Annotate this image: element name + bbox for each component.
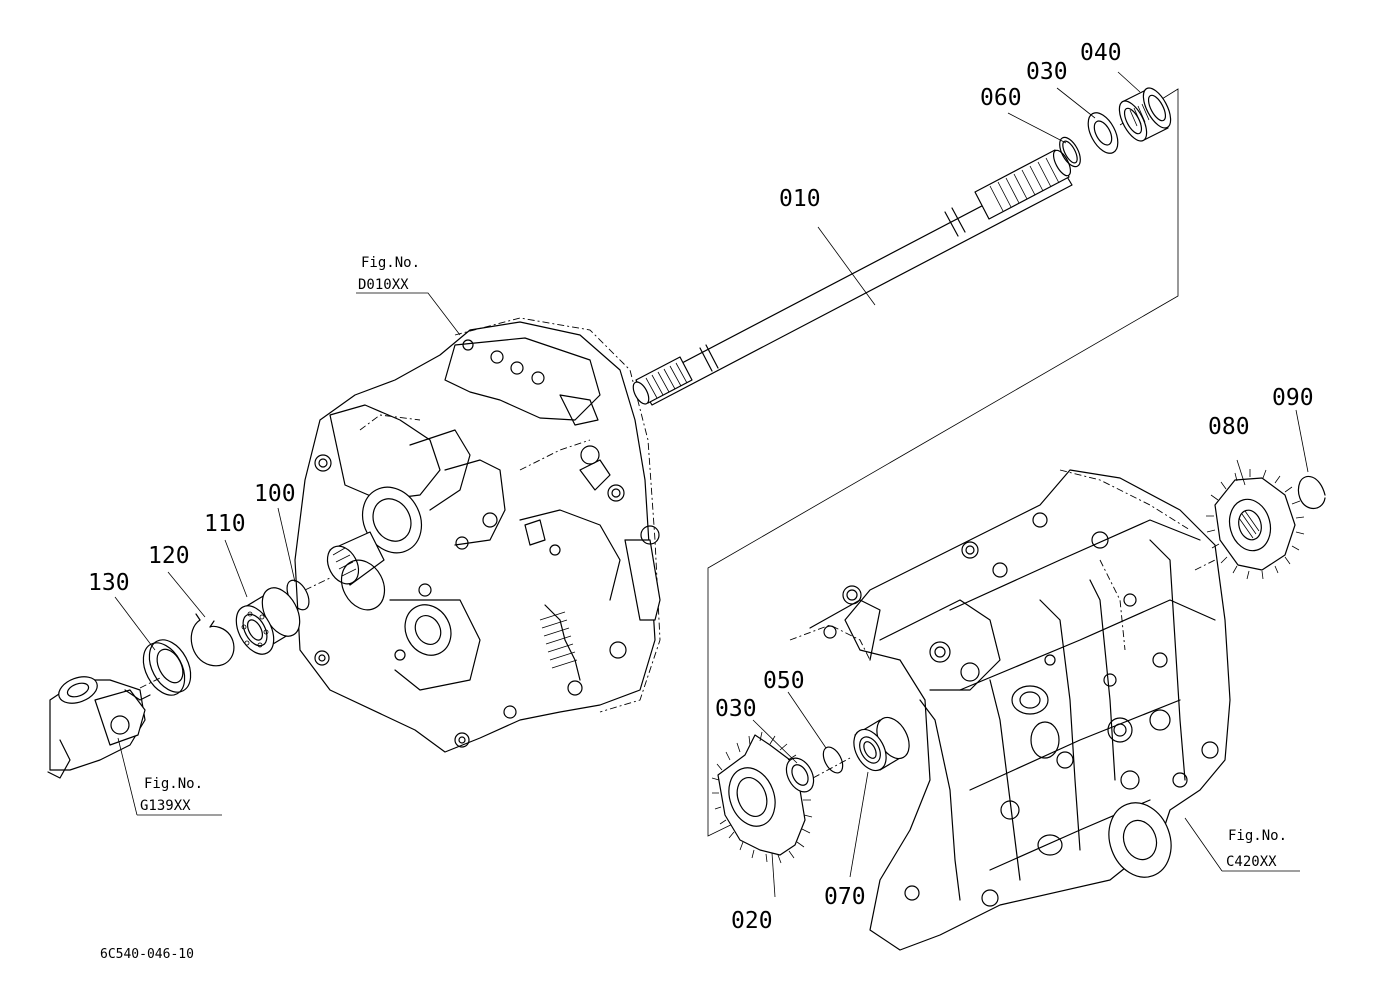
fig-ref-g139-code: G139XX: [140, 798, 191, 814]
label-100: 100: [254, 481, 296, 507]
fig-ref-c420-code: C420XX: [1226, 854, 1277, 870]
washer-030-upper: [1087, 112, 1119, 154]
label-110: 110: [204, 511, 246, 537]
oil-seal-130: [142, 639, 192, 696]
axis-line-left: [139, 577, 331, 689]
universal-joint: [47, 676, 151, 779]
label-020: 020: [731, 908, 773, 934]
washer-030-lower: [785, 757, 815, 793]
drawing-code: 6C540-046-10: [100, 947, 194, 962]
bearing-110: [235, 587, 301, 655]
label-050: 050: [763, 668, 805, 694]
label-080: 080: [1208, 414, 1250, 440]
leader-lines: [114, 71, 1309, 898]
gear-020: [711, 731, 813, 864]
label-130: 130: [88, 570, 130, 596]
label-010: 010: [779, 186, 821, 212]
label-030-upper: 030: [1026, 59, 1068, 85]
label-060: 060: [980, 85, 1022, 111]
label-040: 040: [1080, 40, 1122, 66]
snap-ring-050: [822, 746, 844, 774]
label-090: 090: [1272, 385, 1314, 411]
fig-ref-d010-code: D010XX: [358, 277, 409, 293]
figure-references: Fig.No. D010XX Fig.No. G139XX Fig.No. C4…: [140, 255, 1287, 870]
circlip-120: [190, 613, 235, 667]
fig-ref-g139-title: Fig.No.: [144, 776, 203, 792]
snap-ring-060: [1059, 136, 1081, 168]
fig-ref-d010-title: Fig.No.: [361, 255, 420, 271]
bearing-070: [853, 716, 910, 772]
axis-line-right: [799, 559, 1216, 786]
group-bracket-line: [707, 88, 1179, 837]
right-housing: [789, 469, 1231, 951]
label-070: 070: [824, 884, 866, 910]
fig-ref-c420-title: Fig.No.: [1228, 828, 1287, 844]
shaft-010: [632, 149, 1073, 406]
label-030-lower: 030: [715, 696, 757, 722]
left-housing: [294, 317, 661, 753]
part-labels: 010 020 030 030 040 050 060 070 080 090 …: [88, 40, 1314, 934]
gear-080: [1206, 469, 1305, 580]
label-120: 120: [148, 543, 190, 569]
snap-ring-090: [1297, 475, 1326, 510]
bushing-040: [1118, 87, 1172, 142]
